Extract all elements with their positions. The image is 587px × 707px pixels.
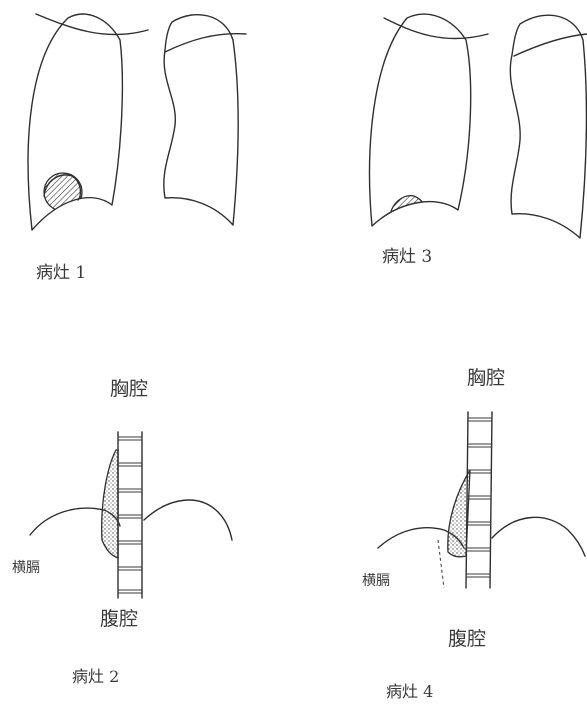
label-abdominal-cavity: 腹腔 (100, 608, 138, 630)
panel-lesion-2: 胸腔 横膈 腹腔 病灶 2 (12, 378, 232, 686)
label-thoracic-cavity: 胸腔 (110, 378, 148, 400)
clavicle-left (36, 14, 148, 35)
panel-lesion-4: 胸腔 横膈 腹腔 病灶 4 (362, 367, 585, 701)
caption-lesion-2: 病灶 2 (72, 667, 119, 686)
label-thoracic-cavity: 胸腔 (467, 367, 505, 389)
clavicle-right (514, 34, 587, 56)
lesion-3-shadow (390, 196, 427, 218)
caption-lesion-3: 病灶 3 (382, 247, 432, 267)
lesion-2-shadow (102, 450, 118, 558)
left-lung-outline (510, 15, 586, 238)
spine (118, 432, 142, 598)
panel-lesion-1: 病灶 1 (28, 14, 246, 283)
label-diaphragm: 横膈 (12, 560, 40, 576)
caption-lesion-4: 病灶 4 (386, 682, 433, 701)
caption-lesion-1: 病灶 1 (36, 263, 86, 283)
left-lung-outline (164, 15, 238, 225)
label-diaphragm: 横膈 (362, 573, 390, 589)
spine (466, 412, 492, 588)
diaphragm-dashed-line (438, 540, 444, 588)
diaphragm-curve-right (492, 517, 585, 556)
diaphragm-curve-right (144, 500, 232, 540)
right-lung-outline (370, 14, 471, 226)
panel-lesion-3: 病灶 3 (370, 14, 587, 267)
label-abdominal-cavity: 腹腔 (448, 628, 486, 650)
